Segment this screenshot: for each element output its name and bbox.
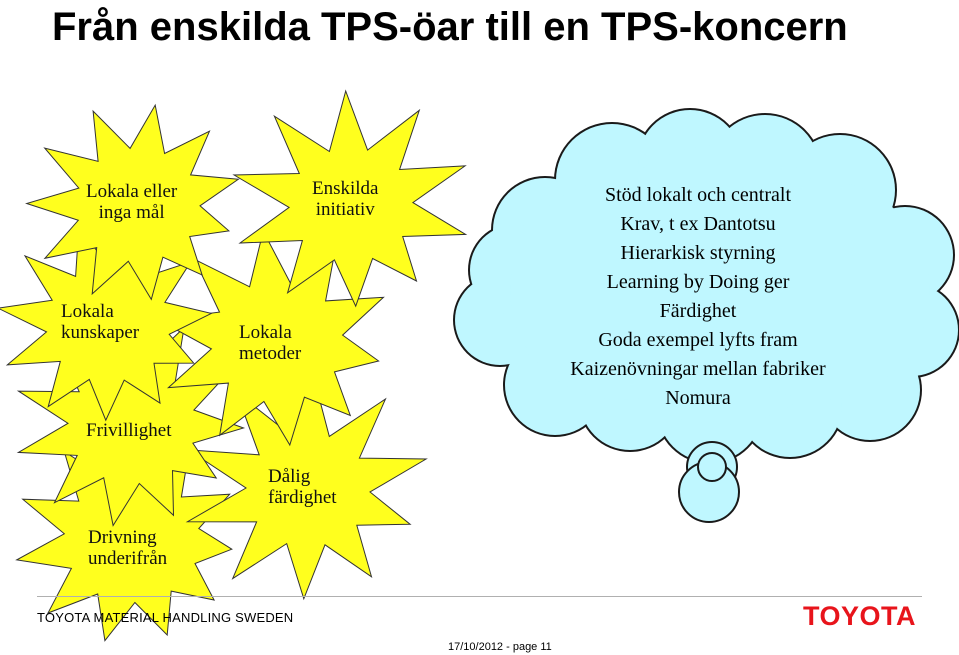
cloud-line: Learning by Doing ger (606, 271, 790, 293)
burst-label-lokala-kunskaper: Lokala kunskaper (61, 301, 139, 343)
slide-title: Från enskilda TPS-öar till en TPS-koncer… (52, 5, 848, 49)
burst-enskilda-initiativ (232, 89, 468, 308)
cloud-line: Goda exempel lyfts fram (598, 329, 798, 351)
burst-label-line: Lokala (239, 322, 292, 343)
footer-date-page: 17/10/2012 - page 11 (448, 641, 552, 653)
burst-label-dalig-fardighet: Dålig färdighet (268, 466, 337, 508)
burst-label-line: underifrån (88, 548, 168, 569)
toyota-logo: TOYOTA (803, 601, 917, 631)
burst-label-line: kunskaper (61, 322, 140, 343)
thought-cloud-fill (455, 110, 958, 462)
burst-label-line: metoder (239, 343, 302, 364)
thought-cloud-group (453, 108, 959, 523)
burst-label-drivning-underifran: Drivning underifrån (88, 527, 167, 569)
burst-label-line: Dålig (268, 466, 311, 487)
burst-label-line: Lokala eller (86, 181, 178, 202)
cloud-line: Hierarkisk styrning (620, 242, 776, 264)
cloud-line: Stöd lokalt och centralt (604, 184, 792, 206)
cloud-line: Färdighet (659, 300, 737, 322)
burst-label-lokala-metoder: Lokala metoder (239, 322, 301, 364)
burst-label-lokala-eller-inga-mal: Lokala eller inga mål (86, 181, 177, 223)
footer-divider (37, 596, 922, 597)
burst-group (0, 89, 468, 642)
burst-label-line: Enskilda (312, 178, 379, 199)
burst-label-line: Lokala (61, 301, 114, 322)
footer-company-name: TOYOTA MATERIAL HANDLING SWEDEN (37, 610, 294, 625)
burst-label-frivillighet: Frivillighet (86, 420, 172, 441)
burst-label-line: färdighet (268, 487, 337, 508)
cloud-line: Nomura (665, 387, 731, 409)
burst-label-line: Frivillighet (86, 420, 172, 441)
cloud-text: Stöd lokalt och centralt Krav, t ex Dant… (478, 181, 918, 413)
cloud-line: Krav, t ex Dantotsu (620, 213, 776, 235)
cloud-line: Kaizenövningar mellan fabriker (570, 358, 826, 380)
thought-bubble-dot (697, 452, 727, 482)
burst-label-line: initiativ (315, 199, 375, 220)
burst-label-enskilda-initiativ: Enskilda initiativ (312, 178, 379, 220)
burst-label-line: Drivning (88, 527, 157, 548)
burst-label-line: inga mål (98, 202, 165, 223)
burst-lokala-eller-inga-mal (25, 103, 240, 301)
